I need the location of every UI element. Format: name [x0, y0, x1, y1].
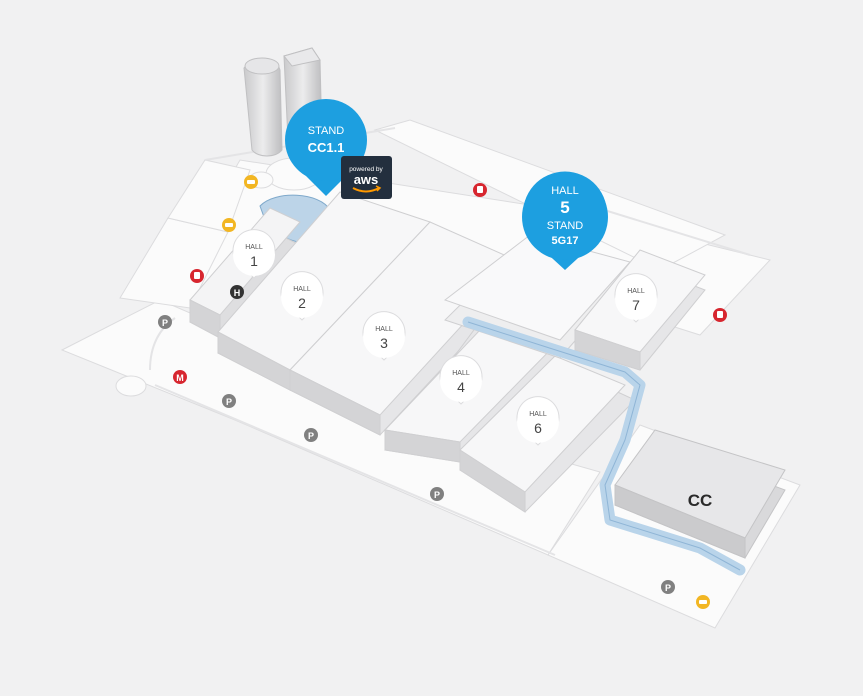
hall5-line2: 5 — [560, 198, 569, 217]
stand-cc1-line1: STAND — [308, 125, 345, 137]
hall-1-label: HALL — [245, 244, 263, 251]
aws-badge-powered-by: powered by — [349, 166, 383, 173]
hall-6-number: 6 — [534, 420, 542, 436]
parking-icon[interactable]: P — [661, 580, 675, 594]
aws-smile-icon — [352, 187, 380, 193]
parking-label: P — [226, 397, 232, 407]
hall5-stand-pin[interactable]: HALL 5 STAND 5G17 — [522, 171, 608, 270]
hall5-line1: HALL — [551, 185, 579, 197]
aws-badge: powered by aws — [341, 156, 392, 199]
hall-2-number: 2 — [298, 295, 306, 311]
aws-badge-logo: aws — [354, 172, 379, 187]
hall5-line4: 5G17 — [552, 235, 579, 247]
parking-label: P — [308, 431, 314, 441]
hall-7-pin[interactable]: HALL 7 — [614, 273, 658, 323]
metro-icon[interactable]: M — [173, 370, 187, 384]
bus-icon[interactable] — [473, 183, 487, 197]
stand-cc1-line2: CC1.1 — [308, 140, 345, 155]
hall-6-label: HALL — [529, 411, 547, 418]
parking-icon[interactable]: P — [222, 394, 236, 408]
bus-icon[interactable] — [713, 308, 727, 322]
hall-3-number: 3 — [380, 335, 388, 351]
hotel-icon[interactable]: H — [230, 285, 244, 299]
hall-4-pin[interactable]: HALL 4 — [439, 355, 483, 405]
roundabout — [115, 375, 147, 397]
hall5-line3: STAND — [547, 220, 584, 232]
parking-icon[interactable]: P — [430, 487, 444, 501]
hotel-label: H — [234, 288, 241, 298]
cc-label: CC — [688, 491, 713, 510]
hall-3-pin[interactable]: HALL 3 — [362, 311, 406, 361]
bus-icon[interactable] — [190, 269, 204, 283]
hall-3-label: HALL — [375, 326, 393, 333]
hall-4-number: 4 — [457, 379, 465, 395]
hall-6-pin[interactable]: HALL 6 — [516, 396, 560, 446]
hall-1-number: 1 — [250, 253, 258, 269]
connector-walkway-edge — [467, 321, 741, 571]
parking-label: P — [162, 318, 168, 328]
hall-7-label: HALL — [627, 288, 645, 295]
metro-label: M — [176, 373, 184, 383]
taxi-icon[interactable] — [244, 175, 258, 189]
hall-2-label: HALL — [293, 286, 311, 293]
hall-1-pin[interactable]: HALL 1 — [232, 229, 276, 279]
hall-2-pin[interactable]: HALL 2 — [280, 271, 324, 321]
parking-label: P — [434, 490, 440, 500]
cc-building — [614, 429, 786, 559]
taxi-icon[interactable] — [222, 218, 236, 232]
parking-icon[interactable]: P — [158, 315, 172, 329]
taxi-icon[interactable] — [696, 595, 710, 609]
hall-4-label: HALL — [452, 370, 470, 377]
hall-7-number: 7 — [632, 297, 640, 313]
parking-label: P — [665, 583, 671, 593]
parking-icon[interactable]: P — [304, 428, 318, 442]
